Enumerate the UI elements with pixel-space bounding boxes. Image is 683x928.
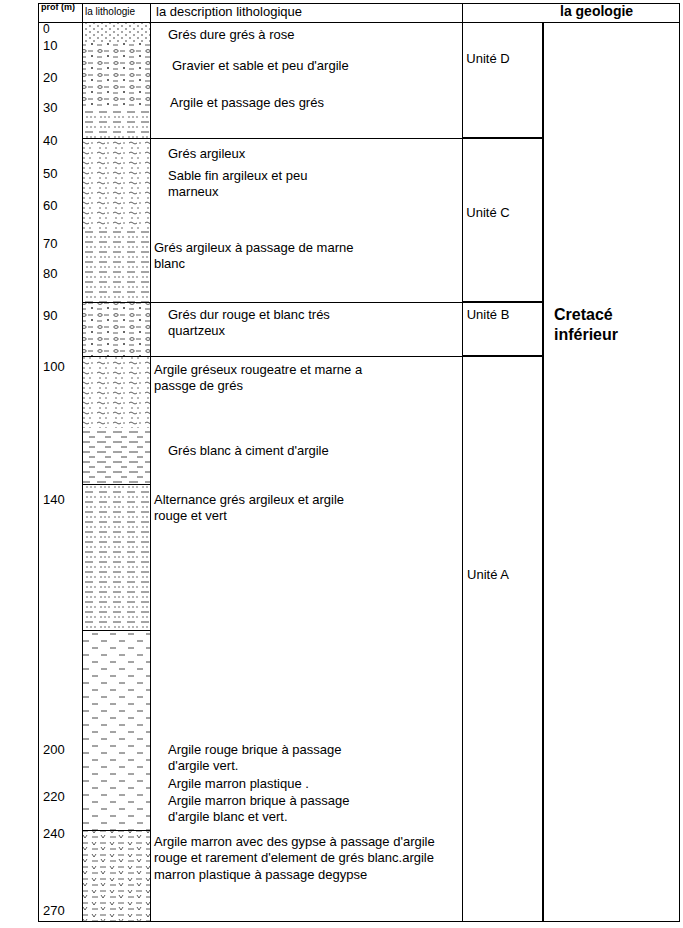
label-holder: Grés blanc à ciment d'argile: [168, 443, 448, 459]
depth-mark: 0: [43, 23, 79, 36]
label-holder: Grés argileux à passage de marne blanc: [154, 240, 379, 273]
lithology-description: Alternance grés argileux et argile rouge…: [154, 492, 366, 525]
lithology-description: Grés dur rouge et blanc trés quartzeux: [168, 307, 368, 340]
table-lines: [38, 3, 680, 922]
lithology-column: [82, 22, 150, 922]
column-header: la geologie: [560, 3, 675, 20]
lithology-description: Argile marron brique à passage d'argile …: [168, 793, 373, 826]
era-cell: Cretacé inférieur: [543, 22, 680, 922]
era-label: Cretacé inférieur: [554, 305, 654, 345]
column-header: la description lithologique: [156, 5, 456, 19]
depth-mark: 100: [43, 359, 79, 375]
label-holder: 70: [43, 236, 79, 252]
label-holder: 220: [43, 789, 79, 805]
label-holder: Argile marron avec des gypse à passage d…: [154, 834, 450, 883]
lithology-description: Argile gréseux rougeatre et marne a pass…: [154, 362, 386, 395]
label-holder: 140: [43, 492, 79, 508]
depth-mark: 40: [43, 133, 79, 149]
depth-mark: 240: [43, 826, 79, 842]
depth-mark: 60: [43, 198, 79, 214]
label-holder: 10: [43, 38, 79, 54]
lithology-description: Grés argileux: [168, 146, 448, 162]
depth-mark: 270: [43, 903, 79, 919]
depth-mark: 200: [43, 742, 79, 758]
depth-mark: 10: [43, 38, 79, 54]
lithology-description: Argile rouge brique à passage d'argile v…: [168, 742, 373, 775]
lithology-description: Grés argileux à passage de marne blanc: [154, 240, 379, 273]
label-holder: Alternance grés argileux et argile rouge…: [154, 492, 366, 525]
label-holder: la description lithologique: [156, 5, 456, 19]
label-holder: 50: [43, 166, 79, 182]
lithology-description: Gravier et sable et peu d'argile: [172, 58, 452, 74]
unit-label: Unité D: [466, 51, 510, 67]
unit-cell: Unité A: [462, 356, 543, 922]
depth-mark: 30: [43, 100, 79, 116]
label-holder: Gravier et sable et peu d'argile: [172, 58, 452, 74]
label-holder: 100: [43, 359, 79, 375]
label-holder: Grés dure grés à rose: [168, 27, 448, 43]
lithology-description: Grés dure grés à rose: [168, 27, 448, 43]
lithology-description: Argile et passage des grés: [170, 95, 450, 111]
label-holder: Grés argileux: [168, 146, 448, 162]
label-holder: prof (m): [41, 3, 79, 12]
label-holder: Grés dur rouge et blanc trés quartzeux: [168, 307, 368, 340]
label-holder: Argile marron plastique .: [168, 776, 448, 792]
depth-mark: 90: [43, 308, 79, 324]
label-holder: Sable fin argileux et peu marneux: [168, 168, 358, 201]
column-header: la lithologie: [85, 6, 149, 17]
depth-mark: 70: [43, 236, 79, 252]
label-holder: Argile marron brique à passage d'argile …: [168, 793, 373, 826]
unit-label: Unité A: [466, 567, 510, 583]
label-holder: 0: [43, 23, 79, 36]
label-holder: 80: [43, 266, 79, 282]
label-holder: 40: [43, 133, 79, 149]
label-holder: la lithologie: [85, 6, 149, 17]
label-holder: 270: [43, 903, 79, 919]
lithology-description: Sable fin argileux et peu marneux: [168, 168, 358, 201]
lithology-description: Argile marron avec des gypse à passage d…: [154, 834, 450, 883]
label-holder: 60: [43, 198, 79, 214]
unit-label: Unité B: [466, 307, 510, 323]
depth-mark: 50: [43, 166, 79, 182]
label-holder: Argile rouge brique à passage d'argile v…: [168, 742, 373, 775]
depth-mark: 20: [43, 70, 79, 86]
unit-label: Unité C: [466, 205, 510, 221]
label-holder: 90: [43, 308, 79, 324]
unit-cell: Unité B: [462, 302, 543, 356]
depth-mark: 140: [43, 492, 79, 508]
lithology-description: Argile marron plastique .: [168, 776, 448, 792]
label-holder: Argile gréseux rougeatre et marne a pass…: [154, 362, 386, 395]
label-holder: 200: [43, 742, 79, 758]
label-holder: 240: [43, 826, 79, 842]
unit-cell: Unité D: [462, 22, 543, 138]
lithology-description: Grés blanc à ciment d'argile: [168, 443, 448, 459]
label-holder: Argile et passage des grés: [170, 95, 450, 111]
unit-cell: Unité C: [462, 138, 543, 302]
label-holder: 20: [43, 70, 79, 86]
column-header: prof (m): [41, 3, 79, 12]
depth-mark: 220: [43, 789, 79, 805]
depth-mark: 80: [43, 266, 79, 282]
label-holder: la geologie: [560, 3, 675, 20]
label-holder: 30: [43, 100, 79, 116]
